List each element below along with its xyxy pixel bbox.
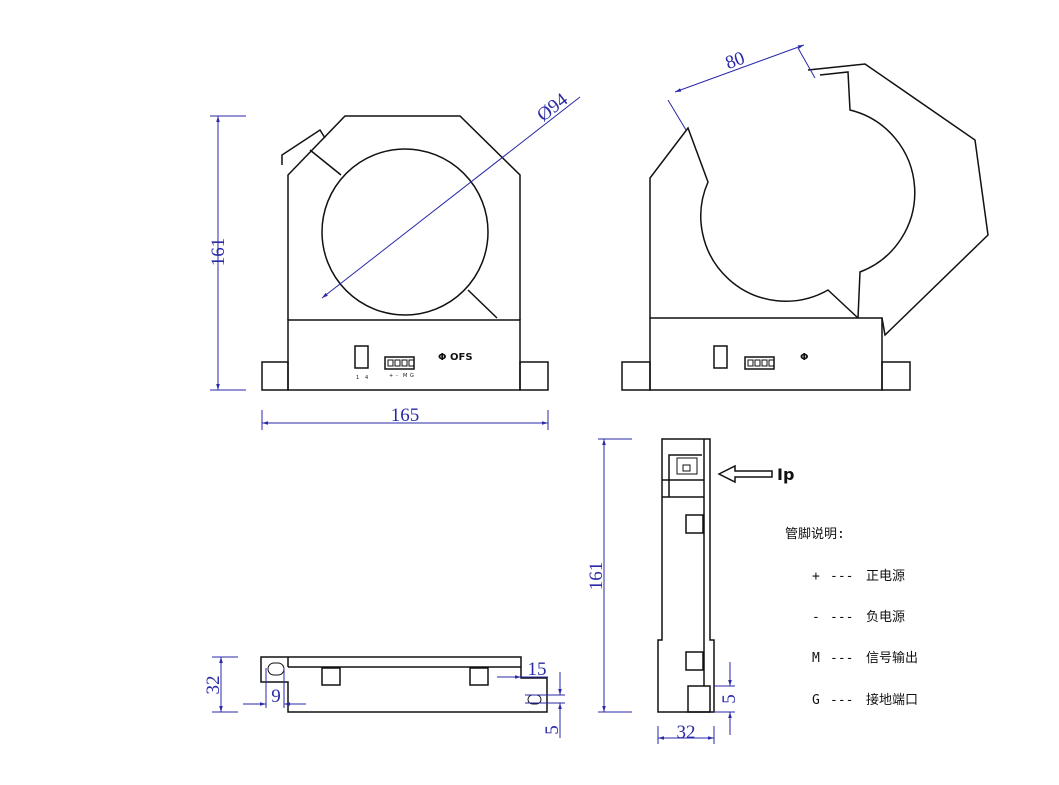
legend-desc: 负电源 (866, 610, 905, 625)
dim-side-small: 5 (719, 694, 740, 704)
legend-desc: 信号输出 (866, 650, 918, 666)
switch-label-4: 4 (365, 375, 368, 381)
dim-side-height: 161 (586, 562, 607, 591)
legend-desc: 接地端口 (866, 692, 918, 708)
ofs-switch (354, 345, 369, 369)
legend-item: G --- 接地端口 (812, 692, 918, 708)
ofs-label: Φ OFS (438, 352, 473, 363)
legend-pin: M (812, 651, 820, 666)
pin-legend: 管脚说明: + --- 正电源 - --- 负电源 M --- 信号输出 G -… (785, 526, 918, 708)
dim-bottom-offset: 15 (528, 659, 547, 680)
front-view: 1 4 + - M G Φ OFS 161 165 Ø94 (208, 89, 581, 430)
legend-desc: 正电源 (866, 569, 905, 584)
dim-front-height: 161 (208, 238, 229, 267)
current-label: Ip (777, 465, 794, 484)
open-view: Φ 80 (621, 44, 989, 391)
dim-bottom-thickness: 32 (203, 676, 224, 695)
legend-sep: --- (830, 569, 853, 584)
terminal-label: M (403, 373, 407, 379)
dim-bottom-small: 5 (542, 725, 563, 735)
legend-title: 管脚说明: (785, 526, 845, 542)
side-view: 161 32 5 Ip (586, 438, 794, 744)
legend-pin: - (812, 610, 820, 625)
legend-pin: G (812, 693, 820, 708)
dim-bottom-hole: 9 (271, 686, 281, 707)
switch-label-1: 1 (356, 375, 359, 381)
legend-item: M --- 信号输出 (812, 650, 918, 666)
dim-side-width: 32 (677, 722, 696, 743)
dim-opening: 80 (723, 48, 748, 74)
legend-pin: + (812, 569, 820, 584)
legend-sep: --- (830, 693, 853, 708)
legend-item: - --- 负电源 (812, 610, 905, 625)
terminal-label: G (410, 373, 414, 379)
legend-sep: --- (830, 651, 853, 666)
legend-item: + --- 正电源 (812, 569, 905, 584)
current-arrow-icon (717, 464, 773, 484)
terminal-label: - (396, 373, 398, 379)
dim-front-width: 165 (391, 405, 420, 426)
bottom-view: 32 9 15 5 (203, 656, 565, 738)
terminal-label: + (389, 373, 393, 379)
phi-label: Φ (800, 352, 809, 363)
dim-aperture: Ø94 (533, 89, 572, 126)
legend-sep: --- (830, 610, 853, 625)
